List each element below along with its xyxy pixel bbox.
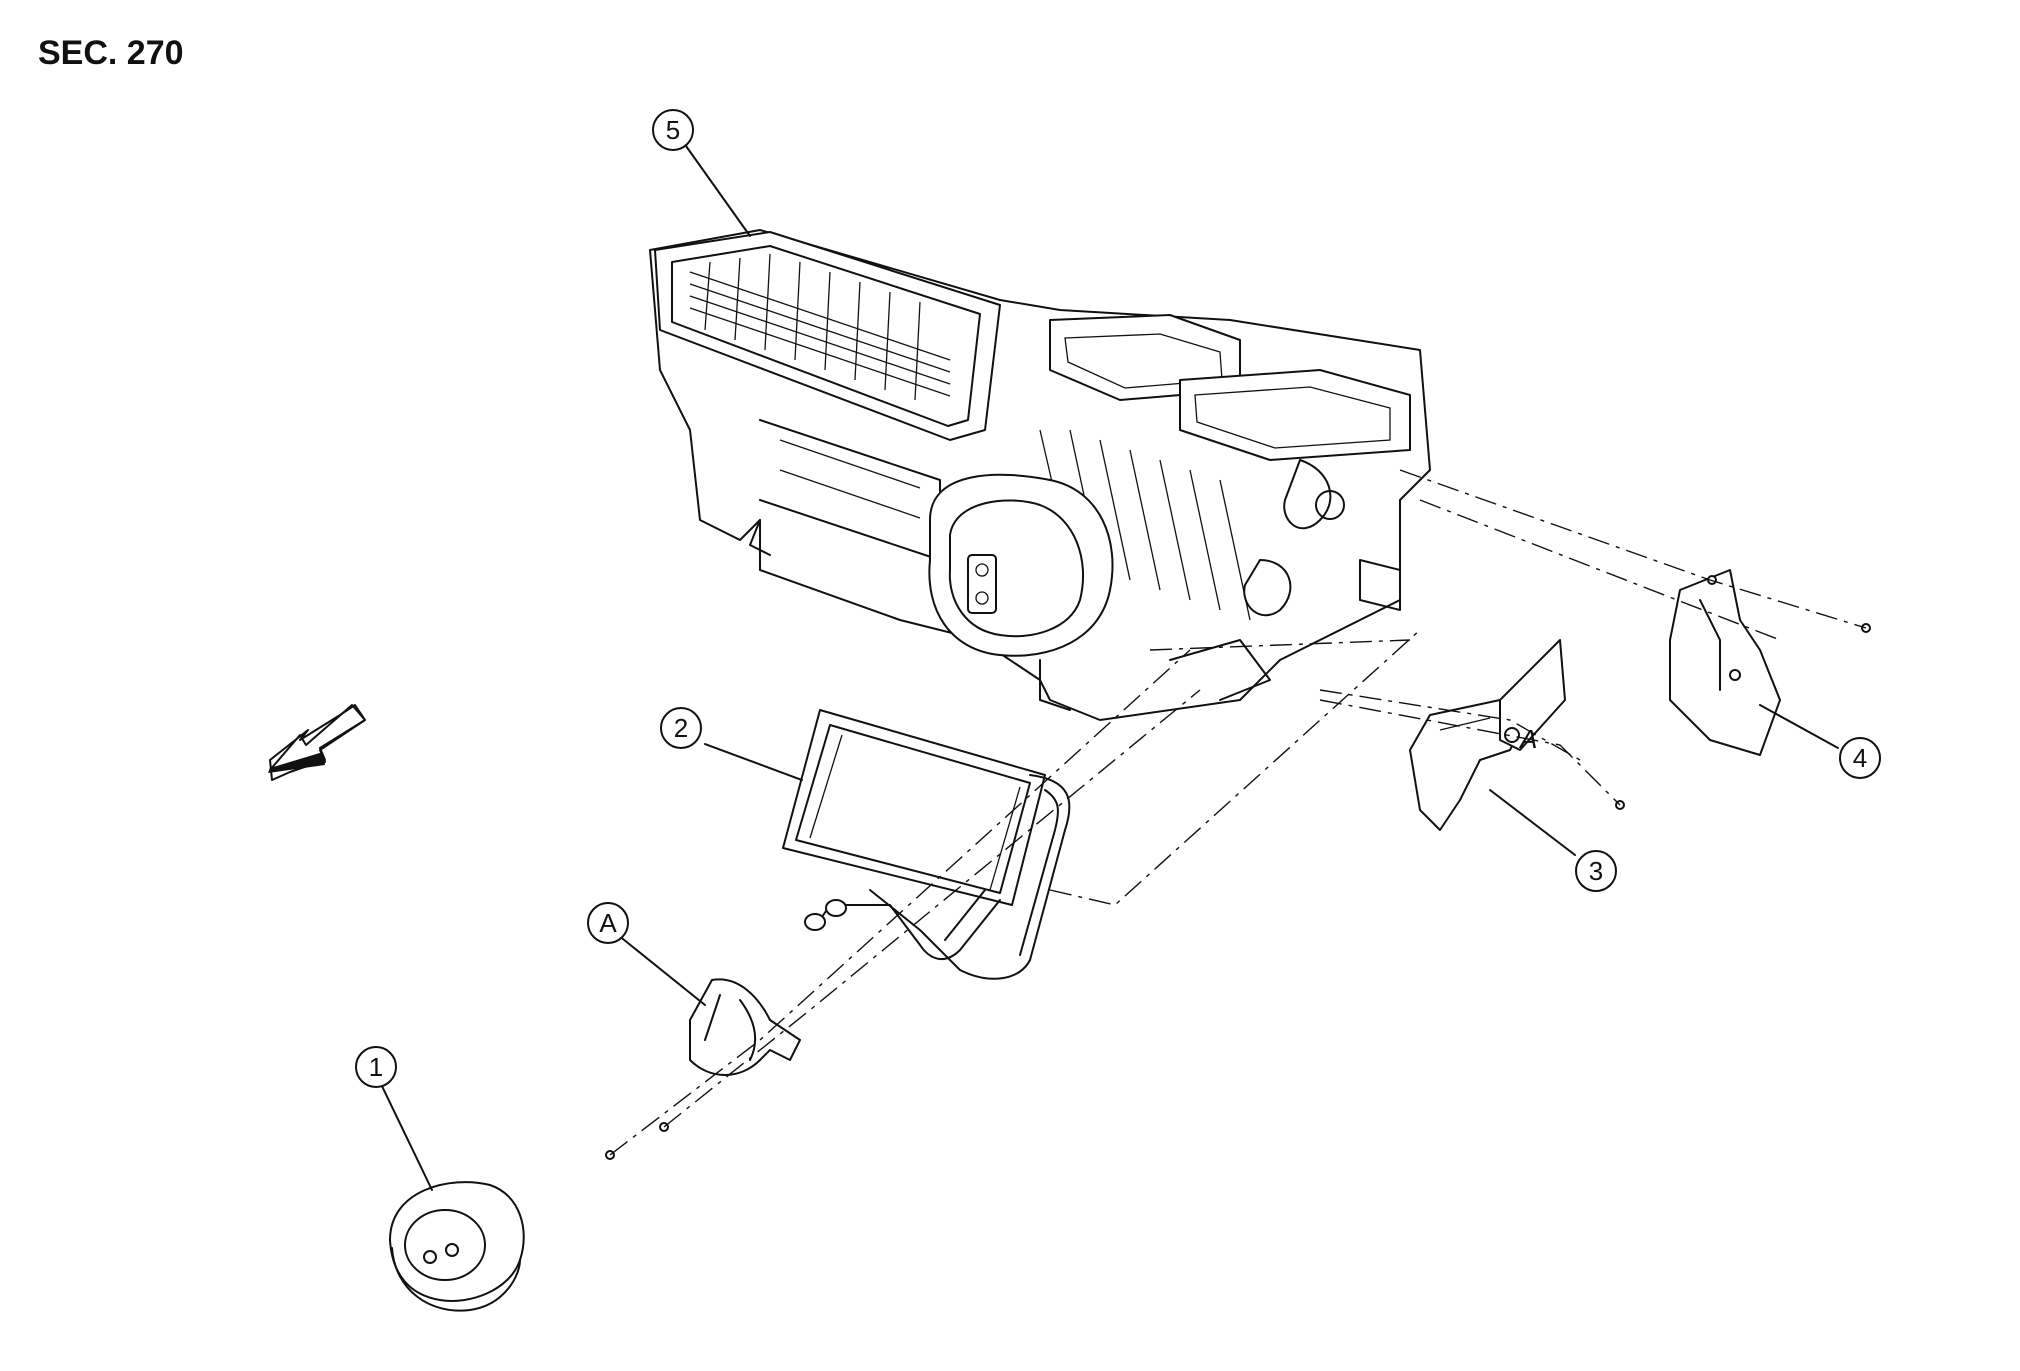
svg-text:4: 4 [1853,743,1867,773]
alignment-lines [609,469,1867,1156]
direction-arrow-icon [268,704,366,781]
svg-text:1: 1 [369,1052,383,1082]
hvac-unit-assembly [649,229,1431,721]
heater-core [782,709,1071,980]
callout-a: A [587,902,629,944]
svg-text:A: A [599,908,617,938]
detail-marker-a: A [1518,724,1537,754]
section-title: SEC. 270 [38,34,184,72]
svg-text:5: 5 [666,115,680,145]
duct-4 [1669,569,1781,756]
callout-5: 5 [652,109,694,151]
bracket-3 [1409,639,1566,831]
callout-2: 2 [660,707,702,749]
grommet-1 [389,1181,525,1312]
svg-text:2: 2 [674,713,688,743]
leader-lines [379,145,1839,1191]
svg-text:3: 3 [1589,856,1603,886]
callout-4: 4 [1839,737,1881,779]
pipe-cover-a [689,978,801,1076]
callout-3: 3 [1575,850,1617,892]
callout-1: 1 [355,1046,397,1088]
